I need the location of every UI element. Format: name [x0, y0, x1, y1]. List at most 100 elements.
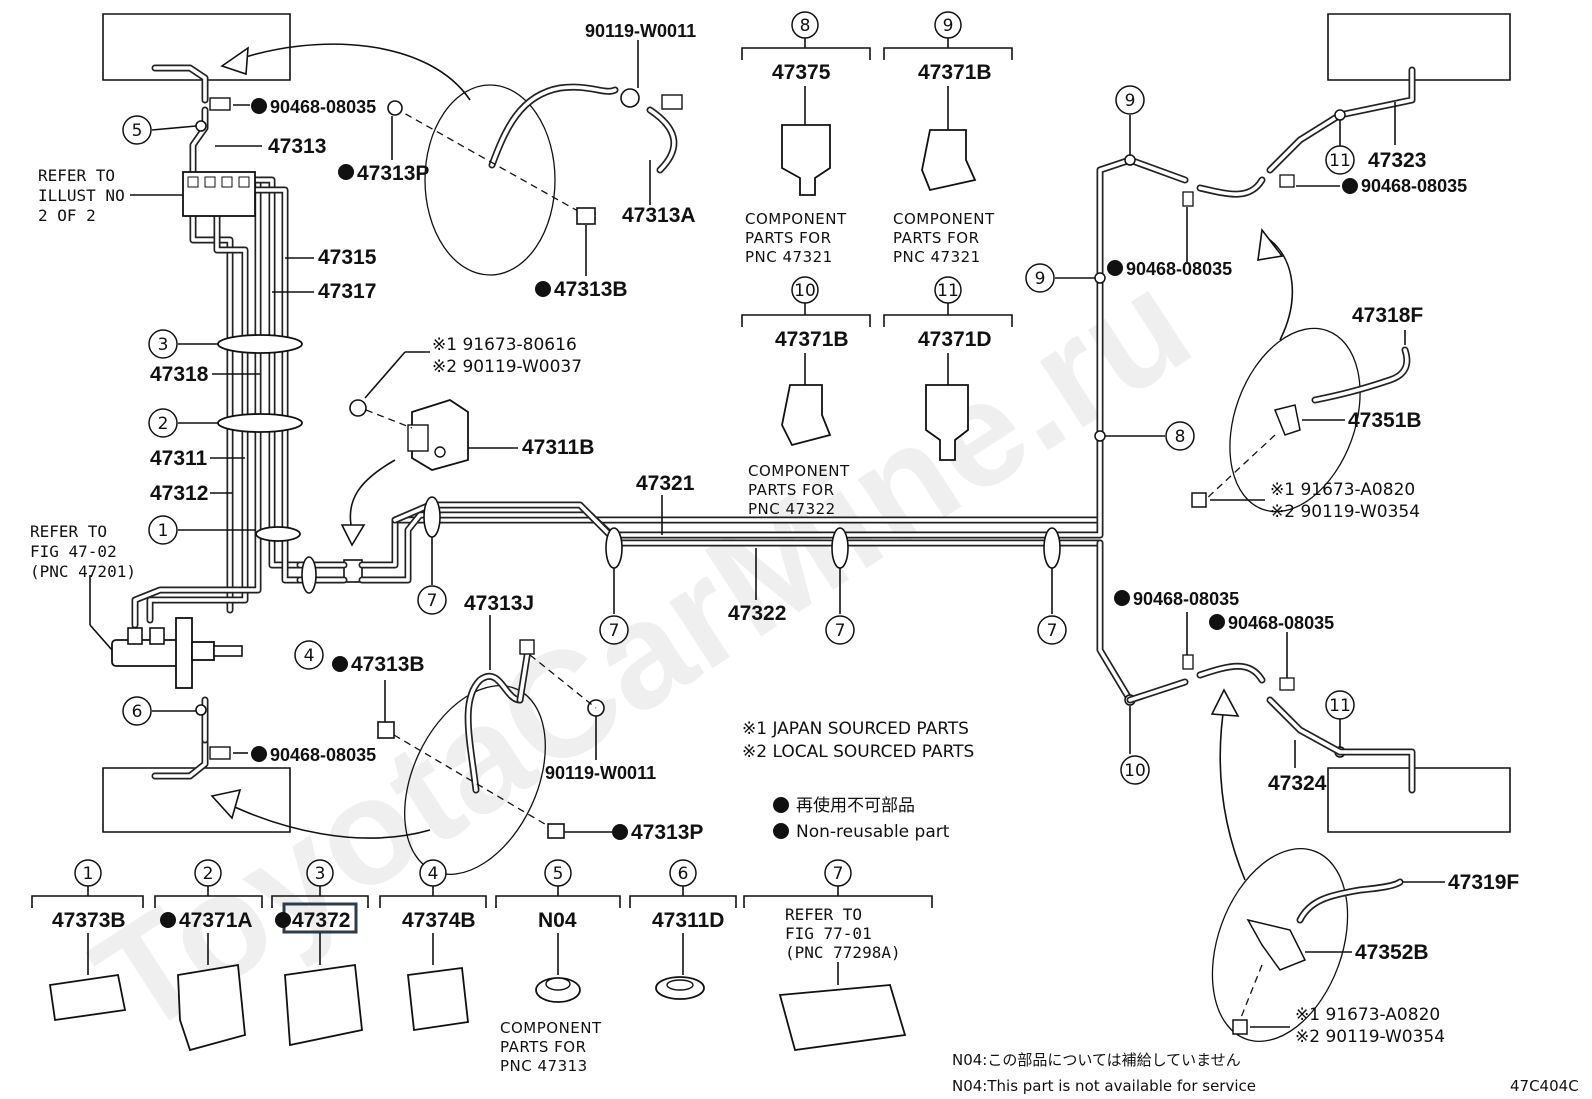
svg-text:9: 9	[943, 16, 954, 36]
hub-ellipse-right-bottom	[1211, 848, 1349, 1042]
svg-text:5: 5	[132, 121, 143, 141]
note-japan-91673-80616: ※1 91673-80616	[432, 335, 577, 355]
bottom-left-wheel-box	[102, 767, 291, 833]
group-9: 9 47371B COMPONENT PARTS FOR PNC 47321	[883, 11, 1013, 266]
part-90119-W0011-top: 90119-W0011	[585, 21, 696, 41]
svg-text:1: 1	[158, 521, 169, 541]
part-90468-mid-top: 90468-08035	[1126, 259, 1232, 279]
part-N04: N04	[538, 909, 577, 932]
svg-text:11: 11	[1329, 151, 1351, 171]
legend-dot	[773, 823, 789, 839]
callout-11a: 11	[1325, 145, 1355, 175]
arrow-to-connector	[349, 459, 396, 531]
part-47312: 47312	[150, 482, 208, 505]
callout-3: 3	[148, 329, 178, 359]
hub-ellipse-top	[424, 84, 556, 276]
part-47313P-top: 47313P	[357, 162, 429, 185]
part-90468-right-bottom: 90468-08035	[1228, 613, 1334, 633]
master-cylinder	[111, 617, 243, 689]
callout-7d: 7	[1037, 615, 1067, 645]
svg-text:4: 4	[428, 864, 439, 884]
svg-text:10: 10	[1124, 761, 1146, 781]
clamp-7a	[423, 496, 441, 538]
clip-47371B-icon	[921, 129, 977, 192]
svg-text:9: 9	[1125, 91, 1136, 111]
part-90468-bottom-left: 90468-08035	[270, 745, 376, 765]
svg-text:PARTS FOR: PARTS FOR	[748, 481, 835, 499]
part-47352B: 47352B	[1355, 941, 1429, 964]
refer-illust-line3: 2 OF 2	[38, 206, 96, 225]
svg-text:COMPONENT: COMPONENT	[745, 210, 847, 228]
svg-text:7: 7	[833, 864, 844, 884]
part-90468-right-top: 90468-08035	[1361, 176, 1467, 196]
svg-text:7: 7	[1047, 621, 1058, 641]
top-right-wheel-box	[1327, 13, 1511, 81]
clip-47371D-icon	[925, 384, 969, 461]
part-47371A: 47371A	[179, 909, 253, 932]
part-47373B: 47373B	[52, 909, 126, 932]
svg-text:COMPONENT: COMPONENT	[500, 1019, 602, 1037]
svg-text:8: 8	[800, 16, 811, 36]
svg-text:7: 7	[835, 621, 846, 641]
refer-fig7701-line3: (PNC 77298A)	[785, 943, 901, 962]
svg-text:3: 3	[315, 864, 326, 884]
svg-text:11: 11	[1329, 696, 1351, 716]
part-47374B: 47374B	[402, 909, 476, 932]
footnote-jp: N04:この部品については補給していません	[952, 1051, 1241, 1069]
part-90468-top-left: 90468-08035	[270, 97, 376, 117]
legend-nonreuse-en: Non-reusable part	[796, 822, 950, 842]
part-47319F: 47319F	[1448, 871, 1519, 894]
callout-6: 6	[122, 696, 152, 726]
part-47311: 47311	[150, 447, 208, 470]
svg-text:COMPONENT: COMPONENT	[893, 210, 995, 228]
svg-text:6: 6	[132, 702, 143, 722]
note-japan-91673-A0820-top: ※1 91673-A0820	[1270, 480, 1415, 500]
clamp-7c	[831, 527, 849, 569]
svg-text:PNC 47321: PNC 47321	[893, 248, 981, 266]
bottom-group-7: 7 REFER TO FIG 77-01 (PNC 77298A)	[743, 859, 933, 1051]
bottom-right-wheel-box	[1327, 767, 1511, 833]
bottom-group-1: 1 47373B	[31, 859, 144, 1022]
group-8: 8 47375 COMPONENT PARTS FOR PNC 47321	[741, 11, 871, 266]
callout-7b: 7	[599, 615, 629, 645]
legend-dot	[773, 797, 789, 813]
clip-47375-icon	[781, 124, 831, 196]
group-10: 10 47371B COMPONENT PARTS FOR PNC 47322	[741, 276, 871, 518]
part-47372: 47372	[292, 909, 350, 932]
nonreuse-dot	[251, 98, 267, 114]
refer-illust-line2: ILLUST NO	[38, 186, 125, 205]
dashed-bolt-line-top	[394, 107, 586, 216]
part-47375: 47375	[772, 61, 831, 84]
refer-fig7701-line2: FIG 77-01	[785, 924, 872, 943]
svg-text:5: 5	[553, 864, 564, 884]
hose-47318F	[1311, 346, 1411, 404]
callout-1: 1	[148, 515, 178, 545]
svg-text:3: 3	[158, 335, 169, 355]
refer-fig4702-line2: FIG 47-02	[30, 542, 117, 561]
arrow-right-bottom	[1219, 699, 1246, 881]
clamp-2	[217, 413, 303, 433]
svg-text:10: 10	[794, 281, 816, 301]
refer-illust-line1: REFER TO	[38, 166, 115, 185]
svg-text:PARTS FOR: PARTS FOR	[745, 229, 832, 247]
clamp-3	[217, 334, 303, 354]
callout-10: 10	[1120, 755, 1150, 785]
bracket-47351B	[1273, 404, 1301, 436]
nonreuse-dot	[251, 746, 267, 762]
clamp-47373B-icon	[48, 973, 127, 1022]
callout-7a: 7	[417, 585, 447, 615]
bottom-group-2: 2 47371A	[154, 859, 263, 1052]
bottom-group-5: 5 N04 COMPONENT PARTS FOR PNC 47313	[495, 859, 621, 1075]
diagram-code: 47C404C	[1510, 1077, 1579, 1095]
svg-text:2: 2	[158, 414, 169, 434]
bottom-group-6: 6 47311D	[629, 859, 737, 1000]
svg-text:7: 7	[427, 591, 438, 611]
callout-4: 4	[294, 640, 324, 670]
part-47315: 47315	[318, 246, 377, 269]
clamp-47371A-icon	[177, 963, 246, 1052]
part-47313P-bottom: 47313P	[631, 821, 703, 844]
svg-text:PARTS FOR: PARTS FOR	[500, 1038, 587, 1056]
callout-9b: 9	[1025, 263, 1055, 293]
